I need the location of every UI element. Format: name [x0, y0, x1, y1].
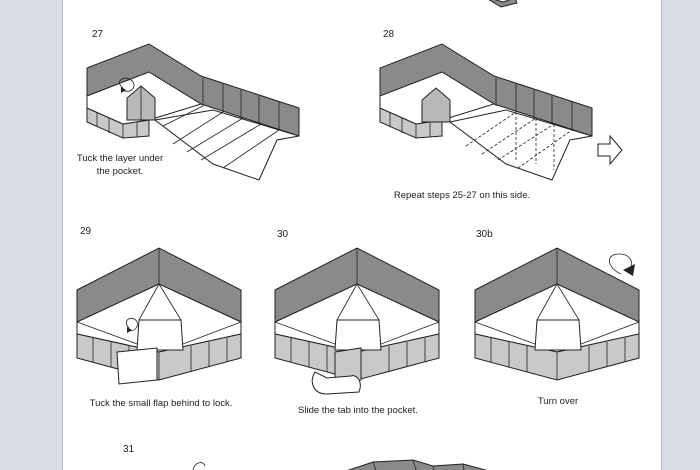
- step-31-diagram-partial: [192, 459, 488, 470]
- step-29-diagram: [76, 247, 242, 385]
- step-27-diagram: [86, 43, 300, 181]
- step-number-31: 31: [123, 444, 135, 455]
- step-28-diagram: [379, 43, 623, 181]
- step-30-diagram: [274, 247, 440, 395]
- curl-arrow-icon: [119, 77, 135, 92]
- step-number-30: 30: [277, 229, 289, 240]
- step-number-29: 29: [80, 226, 92, 237]
- step-29-caption: Tuck the small flap behind to lock.: [89, 398, 233, 409]
- step-number-28: 28: [383, 29, 395, 40]
- rotate-arrow-icon: [609, 253, 633, 275]
- partial-figure-top: [488, 0, 518, 8]
- step-number-30b: 30b: [476, 229, 493, 240]
- curl-arrow-icon: [125, 317, 138, 331]
- step-28-caption: Repeat steps 25-27 on this side.: [393, 190, 531, 201]
- step-30b-caption: Turn over: [537, 396, 579, 407]
- hollow-arrow-right-icon: [597, 134, 623, 166]
- step-number-27: 27: [92, 29, 104, 40]
- step-30-caption: Slide the tab into the pocket.: [298, 405, 418, 416]
- instruction-page: 27 Tuck the layer under the pocket.: [62, 0, 662, 470]
- step-27-caption: Tuck the layer under the pocket.: [76, 153, 164, 177]
- step-30b-diagram: [474, 247, 640, 381]
